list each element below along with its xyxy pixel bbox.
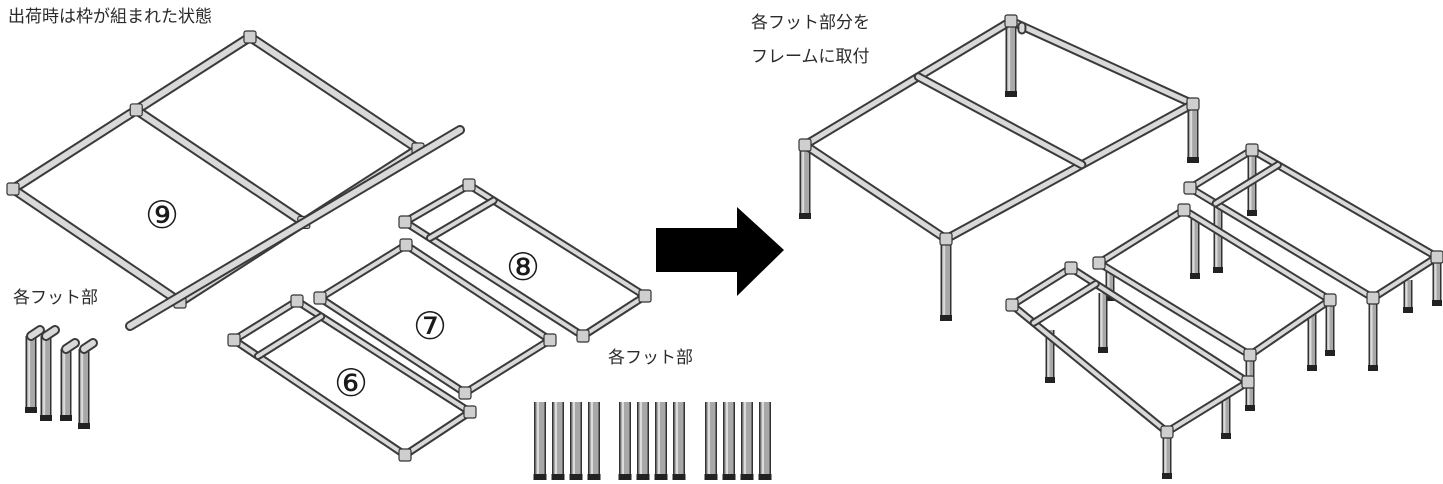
frame-pipe-highlight xyxy=(255,314,324,359)
pipe-joint xyxy=(1323,293,1337,307)
pipe-joint xyxy=(939,232,953,246)
frame-pipe-highlight xyxy=(1248,298,1332,357)
pipe-joint xyxy=(576,329,590,343)
right-arrow-icon xyxy=(656,207,784,296)
pipe-joint xyxy=(399,238,413,252)
part-number-7: ⑦ xyxy=(413,304,447,348)
frame-pipe-highlight xyxy=(1008,18,1196,107)
pipe-joint xyxy=(313,291,327,305)
frame-pipe-highlight xyxy=(404,243,552,342)
frame-pipe-highlight xyxy=(295,299,472,414)
frame-pipe-highlight xyxy=(1010,266,1073,307)
pipe-joint xyxy=(458,386,472,400)
frame-pipe-highlight xyxy=(1097,208,1186,265)
part-number-8: ⑧ xyxy=(506,245,540,289)
part-number-6: ⑥ xyxy=(334,361,368,405)
feet-parts-middle xyxy=(533,402,772,480)
attach-label-line1: 各フット部分を xyxy=(751,13,870,33)
frame-pipe-highlight xyxy=(1250,148,1439,259)
frame-pipe-highlight xyxy=(232,338,407,457)
pipe-joint xyxy=(1243,348,1257,362)
pipe-joint xyxy=(1064,261,1078,275)
frame-pipe-highlight xyxy=(427,198,496,240)
frame-pipe-highlight xyxy=(915,74,1085,168)
feet-parts-left xyxy=(25,325,98,429)
frame-pipe-highlight xyxy=(802,142,949,242)
pipe-joint xyxy=(1241,375,1255,389)
pipe-joint xyxy=(463,405,477,419)
pipe-joint xyxy=(798,138,812,152)
leg-elbow-highlight xyxy=(28,327,43,339)
frame-pipe-highlight xyxy=(463,338,552,395)
pipe-joint xyxy=(1177,203,1191,217)
pipe-joint xyxy=(1245,143,1259,157)
pipe-joint xyxy=(1186,97,1200,111)
pipe-joint xyxy=(398,448,412,462)
frame-pipe-highlight xyxy=(1069,266,1250,384)
frame-pipe-highlight xyxy=(247,34,421,152)
pipe-joint xyxy=(1160,425,1174,439)
frame-pipe-highlight xyxy=(318,243,408,300)
frame-7 xyxy=(313,238,557,400)
feet-left-label: 各フット部 xyxy=(13,288,98,308)
frame-pipe-highlight xyxy=(581,294,647,338)
frame-pipe-highlight xyxy=(403,183,471,224)
pipe-joint xyxy=(227,333,241,347)
frame-pipe-highlight xyxy=(127,127,463,329)
pipe-joint xyxy=(1366,291,1380,305)
pipe-joint xyxy=(1183,181,1197,195)
pipe-joint xyxy=(290,294,304,308)
frame-6 xyxy=(227,294,477,462)
frame-8 xyxy=(398,178,652,343)
frame-pipe-highlight xyxy=(1182,208,1332,302)
part-number-9: ⑨ xyxy=(145,193,179,237)
frame-pipe-highlight xyxy=(1031,281,1098,325)
frame-pipe-highlight xyxy=(1188,148,1254,190)
frame-pipe-highlight xyxy=(1371,255,1439,300)
frame-pipe-highlight xyxy=(1188,186,1375,300)
pipe-joint xyxy=(1005,298,1019,312)
frame-pipe-highlight xyxy=(232,299,299,342)
shipping-note-label: 出荷時は枠が組まれた状態 xyxy=(8,7,212,27)
frame-pipe-highlight xyxy=(943,101,1196,242)
frame-pipe-highlight xyxy=(467,183,647,298)
leg-elbow-highlight xyxy=(43,327,58,339)
leg-elbow-highlight xyxy=(63,340,78,352)
frame-pipe-highlight xyxy=(403,410,472,457)
pipe-joint xyxy=(6,182,20,196)
frame-pipe-highlight xyxy=(10,186,183,305)
pipe-joint xyxy=(129,103,143,117)
attach-label-line2: フレームに取付 xyxy=(751,47,870,67)
frame-pipe-highlight xyxy=(133,106,307,226)
frame-pipe-highlight xyxy=(802,18,1014,148)
frame-9-assembled xyxy=(6,30,465,331)
pipe-joint xyxy=(638,289,652,303)
pipe-joint xyxy=(462,178,476,192)
frame-pipe-highlight xyxy=(1213,162,1280,206)
leg-elbow-highlight xyxy=(81,340,96,352)
feet-middle-label: 各フット部 xyxy=(608,348,693,368)
pipe-joint xyxy=(543,333,557,347)
frame-pipe-highlight xyxy=(1165,380,1250,434)
assembled-frames-right xyxy=(798,14,1443,479)
pipe-joint xyxy=(1004,14,1018,28)
frame-pipe-highlight xyxy=(1010,303,1169,434)
pipe-joint xyxy=(243,30,257,44)
pipe-joint xyxy=(398,215,412,229)
pipe-joint xyxy=(1092,256,1106,270)
frame-pipe-highlight xyxy=(1097,261,1252,357)
pipe-joint xyxy=(1430,250,1443,264)
frame-pipe-highlight xyxy=(403,220,585,338)
frame-pipe-highlight xyxy=(318,296,467,395)
